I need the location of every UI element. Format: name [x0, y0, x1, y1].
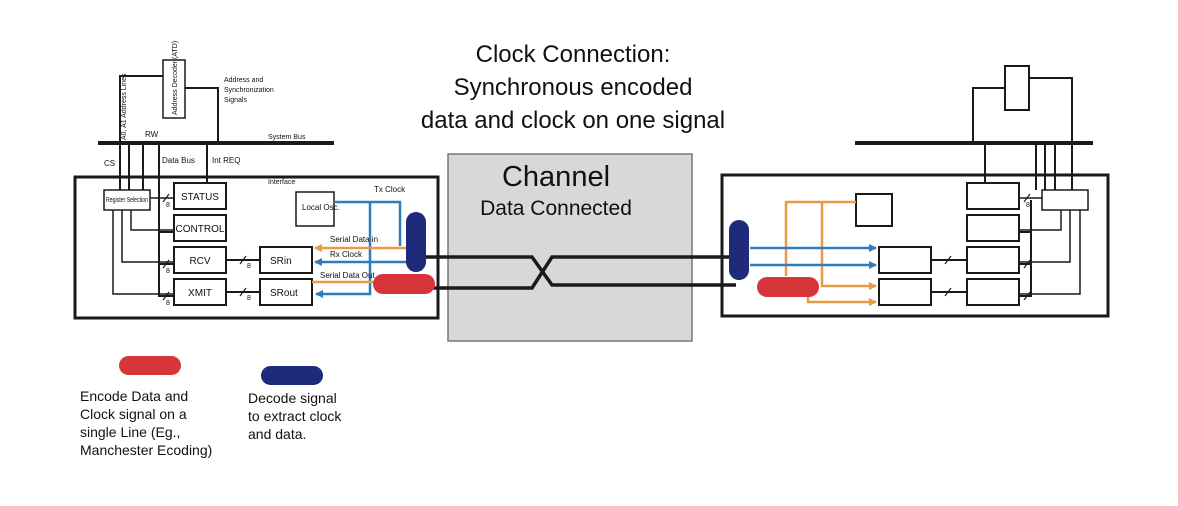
- local-osc-label: Local Osc.: [302, 203, 340, 212]
- diagram-title-line-1: Clock Connection:: [476, 41, 671, 68]
- status-register-box: [173, 182, 227, 210]
- srin-register-box: [259, 246, 313, 274]
- serial-data-out-label: Serial Data Out: [320, 271, 375, 280]
- legend-decode-line-1: Decode signal: [248, 390, 337, 406]
- rx-clock-line: [315, 202, 372, 298]
- bus-width-label-xmit: 8: [166, 300, 170, 307]
- right-srin-box: [878, 246, 932, 274]
- left-system: System Bus Address Decoder (ATD) Address…: [73, 41, 440, 320]
- channel-box: [447, 153, 693, 342]
- xmit-register-label: XMIT: [188, 288, 212, 299]
- right-clock-line-2: [820, 202, 877, 290]
- rx-clock-label: Rx Clock: [330, 250, 363, 259]
- right-local-osc-box: [855, 193, 893, 227]
- right-clock-line-1: [784, 200, 856, 276]
- right-srout-box: [878, 278, 932, 306]
- legend-decode-swatch: [261, 366, 323, 385]
- data-bus-label: Data Bus: [162, 156, 195, 165]
- serial-data-in-label: Serial Data in: [330, 235, 378, 244]
- bus-width-label-srout: 8: [247, 295, 251, 302]
- control-register-box: [173, 214, 227, 242]
- addr-sync-label-1: Address and: [224, 77, 263, 84]
- diagram-title-line-3: data and clock on one signal: [421, 107, 725, 134]
- bus-width-label-rcv: 8: [166, 268, 170, 275]
- int-req-label: Int REQ: [212, 156, 240, 165]
- register-selection-box: [103, 189, 151, 211]
- right-decoder-box: [1004, 65, 1030, 111]
- legend-encode-line-1: Encode Data and: [80, 388, 188, 404]
- legend: Encode Data and Clock signal on a single…: [80, 356, 342, 458]
- cs-label: CS: [104, 159, 115, 168]
- right-encode-block: [757, 277, 819, 297]
- addr-sync-label-3: Signals: [224, 97, 247, 104]
- system-bus-label: System Bus: [268, 134, 306, 141]
- rw-label: RW: [145, 130, 159, 139]
- rcv-register-box: [173, 246, 227, 274]
- register-selection-label: Register Selection: [106, 197, 148, 204]
- left-interface-box: [73, 175, 440, 320]
- right-rcv-box: [966, 246, 1020, 274]
- diagram-title-line-2: Synchronous encoded: [454, 74, 693, 101]
- right-status-box: [966, 182, 1020, 210]
- legend-encode-line-3: single Line (Eg.,: [80, 424, 180, 440]
- srout-register-box: [259, 278, 313, 306]
- bus-width-label-status: 8: [166, 202, 170, 209]
- srin-register-label: SRin: [270, 256, 292, 267]
- right-bus-width-label-status: 8: [1026, 202, 1030, 209]
- right-register-selection-box: [1041, 189, 1089, 211]
- control-register-label: CONTROL: [176, 224, 225, 235]
- channel-wire-bottom: [432, 255, 736, 290]
- channel-wires: [422, 255, 736, 290]
- channel-subtitle: Data Connected: [480, 197, 632, 220]
- interface-label: Interface: [268, 179, 295, 186]
- left-encode-block: [373, 274, 435, 294]
- local-osc-box: [295, 191, 335, 227]
- addr-sync-label-2: Synchronization: [224, 87, 274, 94]
- legend-decode-line-3: and data.: [248, 426, 306, 442]
- right-decode-block: [729, 220, 749, 280]
- legend-encode-line-4: Manchester Ecoding): [80, 442, 212, 458]
- tx-clock-line: [334, 200, 402, 246]
- status-register-label: STATUS: [181, 192, 219, 203]
- right-xmit-box: [966, 278, 1020, 306]
- legend-encode-swatch: [119, 356, 181, 375]
- rcv-register-label: RCV: [189, 256, 210, 267]
- right-system: 8: [720, 65, 1110, 318]
- srout-register-label: SRout: [270, 288, 298, 299]
- legend-decode-line-2: to extract clock: [248, 408, 342, 424]
- bus-width-label-srin: 8: [247, 263, 251, 270]
- address-lines-label: A0, A1 Address Lines: [121, 73, 128, 140]
- xmit-register-box: [173, 278, 227, 306]
- channel-title: Channel: [502, 161, 610, 193]
- right-control-box: [966, 214, 1020, 242]
- left-decode-block: [406, 212, 426, 272]
- address-decoder-label: Address Decoder (ATD): [172, 41, 179, 115]
- legend-encode-line-2: Clock signal on a: [80, 406, 187, 422]
- tx-clock-label: Tx Clock: [374, 185, 406, 194]
- right-interface-box: [720, 173, 1110, 318]
